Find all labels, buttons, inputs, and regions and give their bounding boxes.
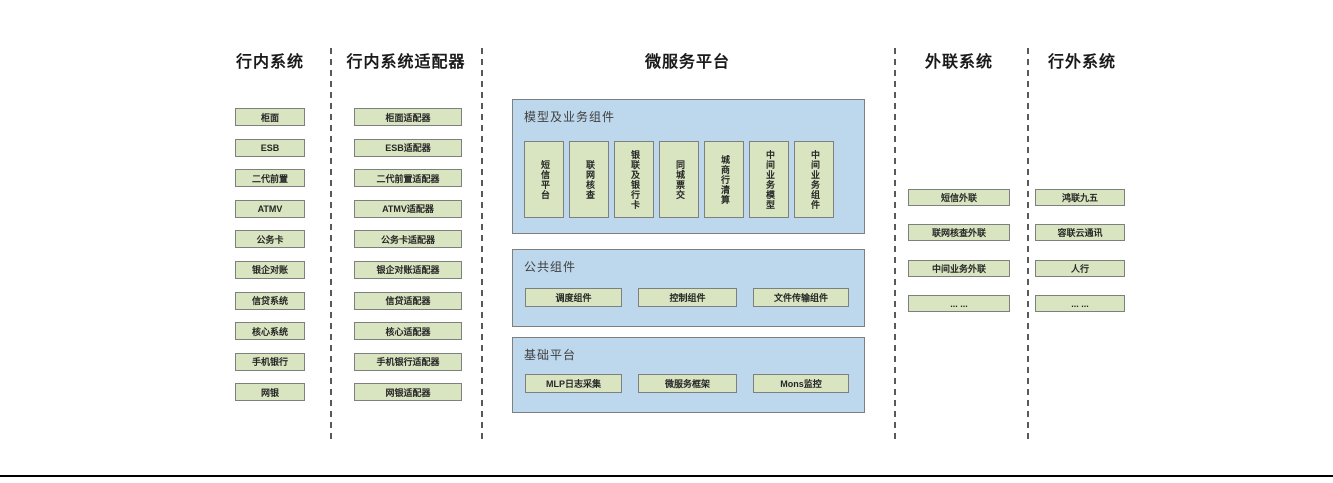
model-component-box: 短信平台 [524, 141, 564, 218]
panel-label: 公共组件 [524, 260, 577, 274]
column-title-external-link-systems: 外联系统 [924, 54, 993, 71]
external-link-box: 联网核查外联 [908, 224, 1010, 242]
dashed-separator [894, 48, 896, 442]
common-component-box: 控制组件 [638, 288, 737, 307]
adapter-box: 银企对账适配器 [354, 260, 462, 279]
adapter-box: 柜面适配器 [354, 108, 462, 126]
panel-model-business-components: 模型及业务组件 短信平台联网核查银联及银行卡同城票交城商行清算中间业务模型中间业… [512, 99, 865, 234]
external-link-box: ... ... [908, 295, 1010, 313]
model-component-box: 中间业务组件 [794, 141, 834, 218]
internal-system-box: 银企对账 [235, 260, 305, 279]
internal-system-box: 公务卡 [235, 230, 305, 249]
outside-systems-list: 鸿联九五容联云通讯人行 ... ... [1035, 189, 1125, 313]
internal-system-box: 网银 [235, 383, 305, 402]
adapter-box: 二代前置适配器 [354, 169, 462, 188]
base-platform-row: MLP日志采集微服务框架 Mons监控 [525, 374, 849, 393]
panel-base-platform: 基础平台 MLP日志采集微服务框架 Mons监控 [512, 337, 865, 413]
internal-system-box: 核心系统 [235, 322, 305, 341]
model-component-box: 同城票交 [659, 141, 699, 218]
internal-adapters-list: 柜面适配器 ESB适配器二代前置适配器 ATMV适配器公务卡适配器银企对账适配器信贷… [354, 108, 462, 402]
adapter-box: ESB适配器 [354, 138, 462, 157]
external-link-box: 中间业务外联 [908, 259, 1010, 277]
base-platform-box: MLP日志采集 [525, 374, 622, 393]
internal-system-box: ATMV [235, 199, 305, 218]
common-component-box: 文件传输组件 [753, 288, 849, 307]
internal-system-box: ESB [235, 138, 305, 157]
outside-system-box: ... ... [1035, 295, 1125, 313]
internal-systems-list: 柜面 ESB 二代前置 ATMV 公务卡银企对账信贷系统核心系统手机银行网银 [235, 108, 305, 402]
common-component-box: 调度组件 [525, 288, 622, 307]
dashed-separator [1027, 48, 1029, 442]
column-title-internal-adapters: 行内系统适配器 [346, 54, 466, 71]
external-link-box: 短信外联 [908, 189, 1010, 206]
adapter-box: 核心适配器 [354, 322, 462, 341]
adapter-box: 网银适配器 [354, 383, 462, 402]
model-component-box: 联网核查 [569, 141, 609, 218]
outside-system-box: 容联云通讯 [1035, 224, 1125, 242]
dashed-separator [481, 48, 483, 442]
column-title-microservice-platform: 微服务平台 [644, 54, 730, 71]
bottom-divider-line [0, 475, 1333, 477]
column-title-outside-systems: 行外系统 [1047, 54, 1116, 71]
model-component-box: 中间业务模型 [749, 141, 789, 218]
base-platform-box: Mons监控 [753, 374, 849, 393]
model-component-box: 银联及银行卡 [614, 141, 654, 218]
internal-system-box: 二代前置 [235, 169, 305, 188]
internal-system-box: 柜面 [235, 108, 305, 126]
internal-system-box: 手机银行 [235, 352, 305, 371]
internal-system-box: 信贷系统 [235, 291, 305, 310]
panel-label: 基础平台 [524, 348, 577, 362]
adapter-box: 手机银行适配器 [354, 352, 462, 371]
external-link-systems-list: 短信外联联网核查外联中间业务外联 ... ... [908, 189, 1010, 313]
outside-system-box: 人行 [1035, 259, 1125, 277]
outside-system-box: 鸿联九五 [1035, 189, 1125, 206]
adapter-box: 信贷适配器 [354, 291, 462, 310]
model-component-box: 城商行清算 [704, 141, 744, 218]
adapter-box: ATMV适配器 [354, 199, 462, 218]
column-title-internal-systems: 行内系统 [235, 54, 304, 71]
model-components-row: 短信平台联网核查银联及银行卡同城票交城商行清算中间业务模型中间业务组件 [524, 141, 834, 218]
panel-common-components: 公共组件 调度组件控制组件文件传输组件 [512, 249, 865, 327]
dashed-separator [330, 48, 332, 442]
adapter-box: 公务卡适配器 [354, 230, 462, 249]
base-platform-box: 微服务框架 [638, 374, 737, 393]
panel-label: 模型及业务组件 [524, 110, 616, 124]
common-components-row: 调度组件控制组件文件传输组件 [525, 288, 849, 307]
